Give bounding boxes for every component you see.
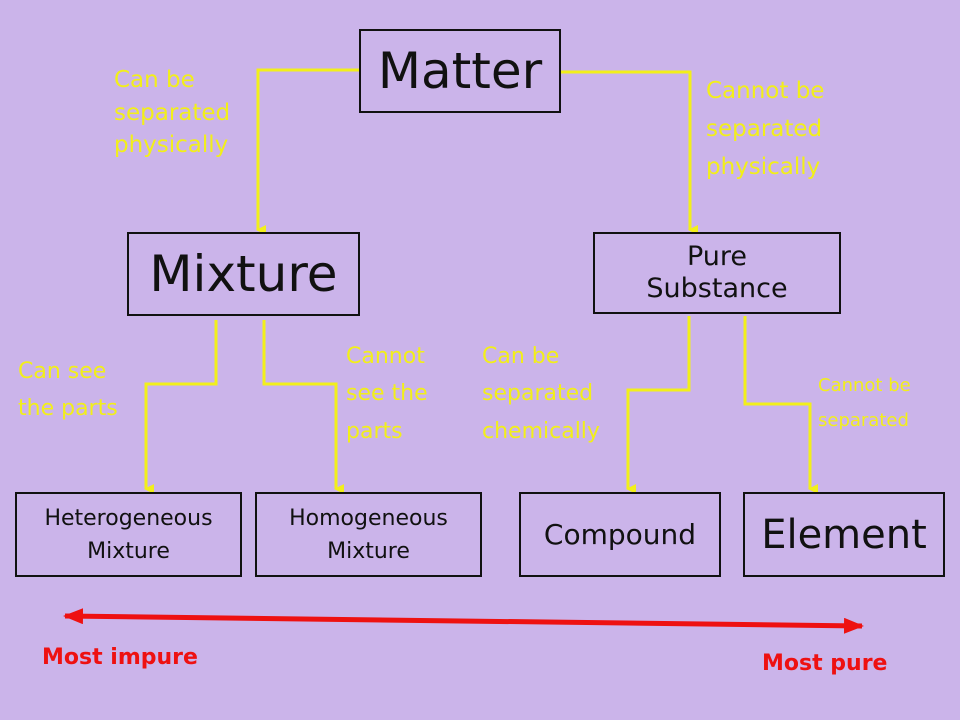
- most-impure-label: Most impure: [42, 645, 198, 670]
- node-heterogeneous-mixture: Heterogeneous Mixture: [15, 492, 242, 577]
- node-compound-text: Compound: [543, 518, 697, 551]
- node-homogeneous-line2: Mixture: [327, 538, 410, 564]
- node-pure-substance-line2: Substance: [646, 273, 788, 304]
- node-heterogeneous-line1: Heterogeneous: [44, 505, 213, 531]
- edge-matter-to-pure-substance: [561, 70, 698, 235]
- label-cannot-see-parts: Cannot see the parts: [346, 344, 428, 444]
- node-mixture: Mixture: [127, 232, 360, 316]
- label-can-see-parts: Can see the parts: [18, 359, 118, 422]
- node-homogeneous-line1: Homogeneous: [289, 505, 448, 531]
- label-cannot-separate-physically: Cannot be separated physically: [706, 78, 825, 180]
- edge-mixture-to-heterogeneous: [144, 320, 218, 494]
- edge-pure-to-element: [743, 316, 818, 494]
- label-can-separate-physically: Can be separated physically: [114, 67, 231, 159]
- node-heterogeneous-line2: Mixture: [87, 538, 170, 564]
- purity-range-arrow: [63, 608, 864, 634]
- node-homogeneous-mixture: Homogeneous Mixture: [255, 492, 482, 577]
- node-pure-substance-line1: Pure: [686, 240, 748, 272]
- node-element-text: Element: [761, 511, 927, 558]
- node-matter: Matter: [359, 29, 561, 113]
- edge-mixture-to-homogeneous: [262, 320, 344, 494]
- label-cannot-separate: Cannot be separated: [818, 375, 911, 432]
- most-pure-label: Most pure: [762, 651, 888, 676]
- node-matter-text: Matter: [377, 42, 543, 100]
- node-compound: Compound: [519, 492, 721, 577]
- node-element: Element: [743, 492, 945, 577]
- node-pure-substance: Pure Substance: [593, 232, 841, 314]
- edge-pure-to-compound: [626, 316, 691, 494]
- node-mixture-text: Mixture: [149, 245, 338, 303]
- label-can-separate-chemically: Can be separated chemically: [482, 344, 600, 444]
- edge-matter-to-mixture: [256, 68, 359, 235]
